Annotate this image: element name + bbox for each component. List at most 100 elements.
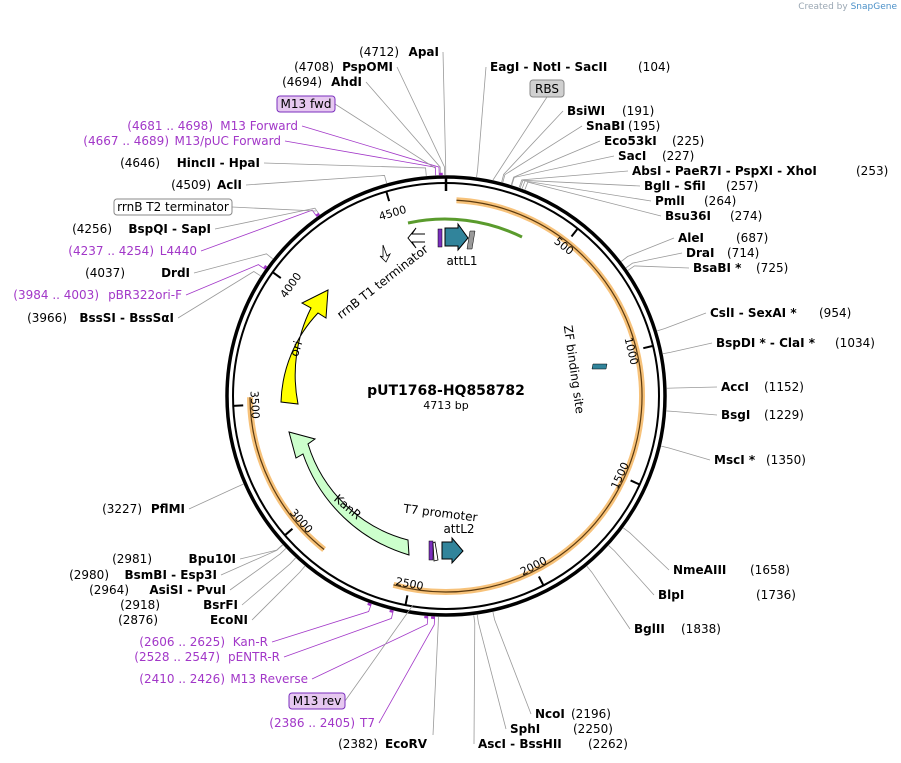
leader-line <box>623 527 670 571</box>
leader-line <box>666 410 718 416</box>
enzyme-pos: (4708) <box>294 60 334 74</box>
enzyme-name: NcoI <box>535 707 565 721</box>
leader-line <box>220 544 284 576</box>
tick-label: 2500 <box>395 575 425 593</box>
enzyme-pos: (4509) <box>171 178 211 192</box>
zf-binding-site <box>591 363 608 370</box>
enzyme-name: EagI - NotI - SacII <box>490 60 607 74</box>
plasmid-name: pUT1768-HQ858782 <box>367 383 525 399</box>
leader-line <box>185 264 266 296</box>
leader-line <box>344 604 414 702</box>
enzyme-pos: (3227) <box>102 502 142 516</box>
leader-line <box>188 483 244 510</box>
leader-line <box>251 565 306 621</box>
enzyme-name: BlpI <box>658 588 684 602</box>
ori-label: ori <box>287 339 305 358</box>
primer-range: (2606 .. 2625) <box>139 635 225 649</box>
leader-line <box>518 170 629 188</box>
enzyme-pos: (2980) <box>69 568 109 582</box>
enzyme-name: BsaBI * <box>693 261 742 275</box>
orange-feature-arc <box>247 197 645 595</box>
leader-line <box>263 162 427 176</box>
leader-line <box>334 103 436 169</box>
enzyme-name: BsgI <box>721 408 750 422</box>
enzyme-name: PmlI <box>655 194 685 208</box>
leader-line <box>473 615 476 745</box>
enzyme-name: SphI <box>510 722 540 736</box>
orange-band-1-core <box>393 199 643 593</box>
leader-line <box>200 209 318 252</box>
enzyme-name: AclI <box>217 178 242 192</box>
leader-line <box>214 207 320 230</box>
enzyme-pos: (1838) <box>681 622 721 636</box>
leader-line <box>662 342 713 355</box>
enzyme-pos: (4037) <box>85 266 125 280</box>
primer-range: (4667 .. 4689) <box>83 134 169 148</box>
primer-name: pBR322ori-F <box>108 288 182 302</box>
enzyme-pos: (4712) <box>359 45 399 59</box>
leader-line <box>193 253 273 274</box>
primer-name: pENTR-R <box>228 650 280 664</box>
enzyme-pos: (4646) <box>120 156 160 170</box>
enzyme-name: DraI <box>686 246 714 260</box>
leader-line <box>442 51 447 176</box>
leader-line <box>241 557 296 606</box>
enzyme-pos: (4694) <box>282 75 322 89</box>
enzyme-pos: (1658) <box>750 563 790 577</box>
tick-mark <box>630 479 641 486</box>
enzyme-pos: (1736) <box>756 588 796 602</box>
leader-line <box>510 140 601 185</box>
enzyme-name: SacI <box>618 149 646 163</box>
enzyme-name: BssSI - BssSαI <box>79 311 174 325</box>
credit-prefix: Created by <box>798 2 848 12</box>
tick-label: 4000 <box>278 270 305 300</box>
rbs-text: RBS <box>535 82 559 96</box>
primer-range: (4237 .. 4254) <box>68 244 154 258</box>
leader-line <box>229 548 287 591</box>
rrnb-t2-box: rrnB T2 terminator <box>113 198 233 216</box>
enzyme-pos: (2382) <box>338 737 378 751</box>
enzyme-name: AsiSI - PvuI <box>149 583 226 597</box>
kanr-feature <box>288 431 410 556</box>
enzyme-name: AccI <box>721 380 749 394</box>
enzyme-name: Bpu10I <box>189 552 236 566</box>
enzyme-name: Eco53kI <box>604 134 657 148</box>
leader-line <box>283 610 394 658</box>
tick-mark <box>272 271 282 279</box>
orange-band-2-core <box>249 397 325 550</box>
ori-feature <box>280 289 329 405</box>
attl1-green-arc <box>407 217 523 239</box>
primer-mark <box>389 609 394 613</box>
enzyme-pos: (253) <box>856 164 888 178</box>
enzyme-pos: (257) <box>726 179 758 193</box>
leader-line <box>657 312 707 332</box>
enzyme-pos: (1350) <box>766 453 806 467</box>
primer-range: (2386 .. 2405) <box>269 716 355 730</box>
enzyme-pos: (687) <box>736 231 768 245</box>
leader-line <box>476 66 487 178</box>
enzyme-name: HincII - HpaI <box>177 156 260 170</box>
m13-rev-text: M13 rev <box>293 694 342 708</box>
enzyme-pos: (264) <box>704 194 736 208</box>
primer-range: (4681 .. 4698) <box>127 119 213 133</box>
enzyme-name: Bsu36I <box>665 209 711 223</box>
enzyme-name: EcoNI <box>210 613 248 627</box>
enzyme-name: PflMI <box>151 502 185 516</box>
enzyme-name: EcoRV <box>385 737 428 751</box>
leader-line <box>284 140 437 176</box>
leader-line <box>521 180 652 202</box>
leader-line <box>625 252 683 269</box>
enzyme-pos: (725) <box>756 261 788 275</box>
tick-mark <box>385 191 391 202</box>
enzyme-name: NmeAIII <box>673 563 726 577</box>
enzyme-pos: (2250) <box>573 722 613 736</box>
leader-line <box>627 265 690 271</box>
enzyme-pos: (2262) <box>588 737 628 751</box>
snapgene-logo: SnapGene <box>850 2 897 12</box>
leader-line <box>492 611 532 715</box>
enzyme-pos: (954) <box>819 306 851 320</box>
tick-label: 500 <box>552 235 577 258</box>
leader-line <box>511 155 615 186</box>
leader-line <box>524 181 662 217</box>
